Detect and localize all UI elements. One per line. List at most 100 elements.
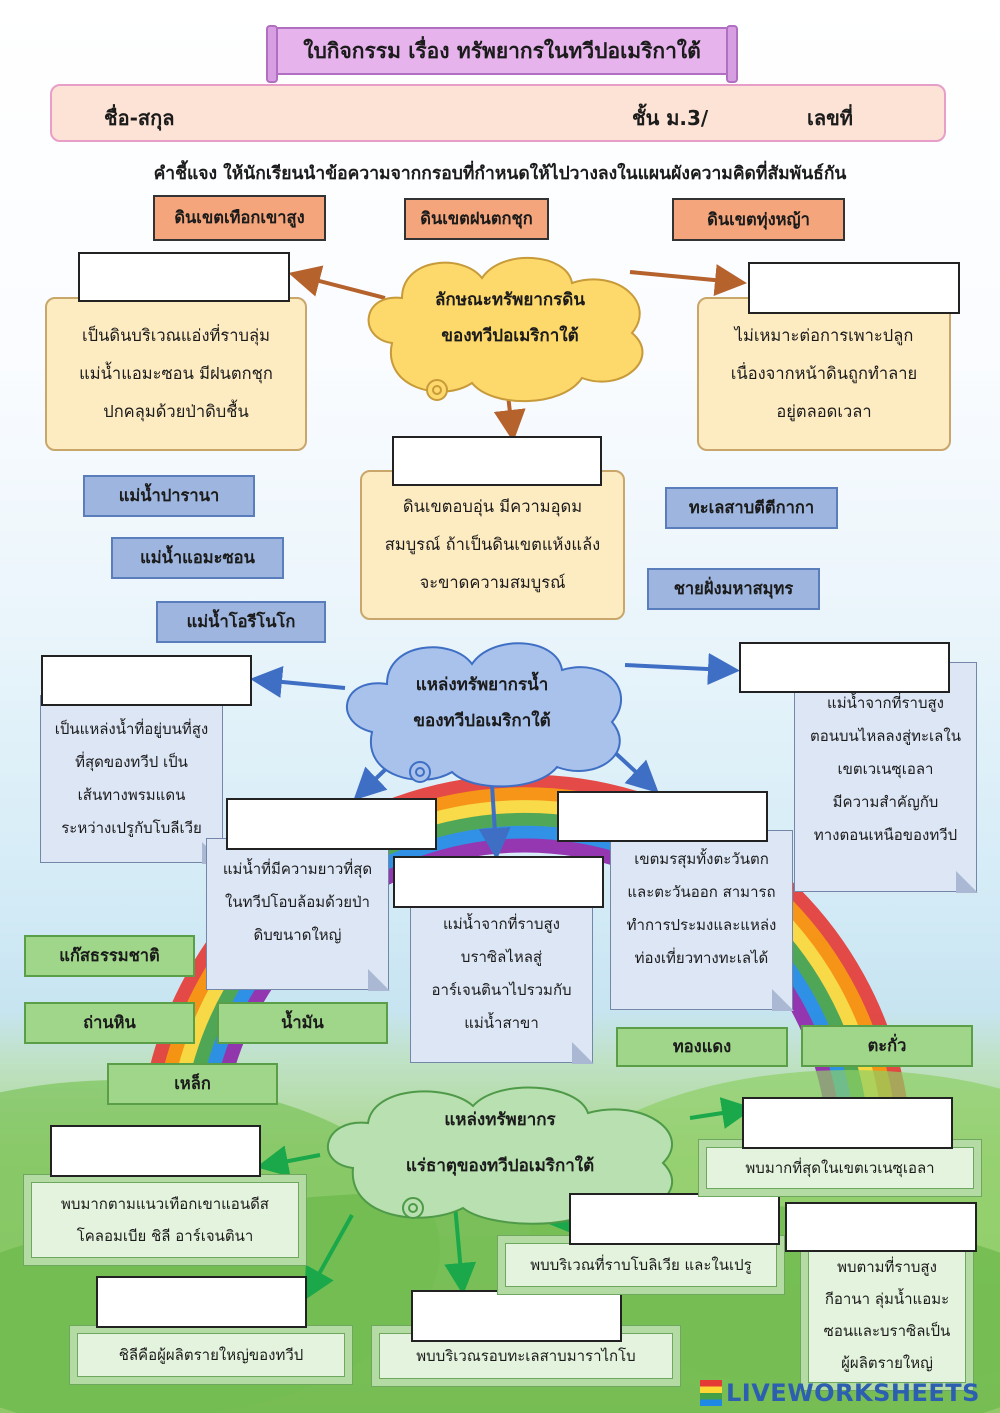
mineral-option-3[interactable]: น้ำมัน [217,1002,388,1044]
water-desc-4-line4: ท่องเที่ยวทางทะเลได้ [634,949,769,967]
soil-desc-right: ไม่เหมาะต่อการเพาะปลูก เนื่องจากหน้าดินถ… [697,297,951,451]
soil-desc-bottom-line3: จะขาดความสมบูรณ์ [419,573,566,592]
soil-desc-right-line1: ไม่เหมาะต่อการเพาะปลูก [734,326,914,345]
water-desc-1: เป็นแหล่งน้ำที่อยู่บนที่สูง ที่สุดของทวี… [40,695,224,864]
mineral-answer-box-5[interactable] [742,1097,953,1149]
mineral-center-text: แหล่งทรัพยากร แร่ธาตุของทวีปอเมริกาใต้ [355,1098,645,1188]
mineral-desc-6-line2: กีอานา ลุ่มน้ำแอมะ [824,1290,950,1308]
soil-desc-right-line2: เนื่องจากหน้าดินถูกทำลาย [730,364,918,383]
soil-option-2[interactable]: ดินเขตฝนตกชุก [404,198,549,240]
mineral-option-2[interactable]: ถ่านหิน [24,1002,195,1044]
mineral-cloud [326,1086,674,1225]
water-desc-1-line2: ที่สุดของทวีป เป็น [75,753,188,771]
mineral-answer-box-3[interactable] [411,1290,622,1342]
water-desc-3-line4: แม่น้ำสาขา [464,1014,539,1032]
water-center-line2: ของทวีปอเมริกาใต้ [413,711,551,731]
water-desc-5-line5: ทางตอนเหนือของทวีป [813,826,958,844]
water-option-3[interactable]: แม่น้ำโอรีโนโก [156,601,326,643]
water-desc-4-line3: ทำการประมงและแหล่ง [626,916,777,934]
soil-desc-bottom-line2: สมบูรณ์ ถ้าเป็นดินเขตแห้งแล้ง [384,535,601,554]
mineral-desc-3-line1: พบบริเวณรอบทะเลสาบมาราไกโบ [416,1347,636,1365]
mineral-option-6[interactable]: ตะกั่ว [801,1025,973,1067]
mineral-center-line1: แหล่งทรัพยากร [444,1110,556,1130]
soil-desc-bottom: ดินเขตอบอุ่น มีความอุดม สมบูรณ์ ถ้าเป็นด… [360,470,625,620]
water-option-1[interactable]: แม่น้ำปารานา [83,475,255,517]
water-desc-3: แม่น้ำจากที่ราบสูง บราซิลไหลสู่ อาร์เจนต… [410,893,594,1064]
soil-desc-left-line2: แม่น้ำแอมะซอน มีฝนตกชุก [79,364,273,383]
water-answer-box-1[interactable] [41,655,252,706]
mineral-answer-box-2[interactable] [96,1276,307,1328]
water-desc-2-line1: แม่น้ำที่มีความยาวที่สุด [222,860,373,878]
water-desc-5-line2: ตอนบนไหลลงสู่ทะเลใน [810,727,961,745]
water-answer-box-5[interactable] [739,642,950,693]
mineral-desc-6-line3: ซอนและบราซิลเป็น [823,1322,951,1340]
soil-desc-left: เป็นดินบริเวณแอ่งที่ราบลุ่ม แม่น้ำแอมะซอ… [45,297,307,451]
mineral-option-4[interactable]: เหล็ก [107,1063,278,1105]
water-answer-box-4[interactable] [557,791,768,842]
soil-answer-box-right[interactable] [748,262,960,314]
water-desc-4-line1: เขตมรสุมทั้งตะวันตก [634,850,769,868]
soil-cloud [367,257,644,403]
soil-option-3[interactable]: ดินเขตทุ่งหญ้า [672,198,845,241]
mineral-desc-6-line4: ผู้ผลิตรายใหญ่ [841,1354,933,1372]
water-desc-5-line4: มีความสำคัญกับ [832,793,939,811]
water-center-line1: แหล่งทรัพยากรน้ำ [415,675,549,695]
water-desc-1-line4: ระหว่างเปรูกับโบลีเวีย [61,819,202,837]
mineral-desc-4-line1: พบบริเวณที่ราบโบลิเวีย และในเปรู [530,1256,752,1274]
liveworksheets-logo: LIVEWORKSHEETS [700,1377,995,1409]
mineral-desc-2-line1: ชิลีคือผู้ผลิตรายใหญ่ของทวีป [118,1346,304,1364]
mineral-desc-5-line1: พบมากที่สุดในเขตเวเนซุเอลา [745,1159,935,1177]
mineral-desc-1: พบมากตามแนวเทือกเขาแอนดีส โคลอมเบีย ชิลี… [24,1175,306,1265]
water-desc-2-line2: ในทวีปโอบล้อมด้วยป่า [225,893,370,911]
mineral-answer-box-1[interactable] [50,1125,261,1177]
worksheet-title: ใบกิจกรรม เรื่อง ทรัพยากรในทวีปอเมริกาใต… [266,25,738,83]
water-desc-1-line3: เส้นทางพรมแดน [77,786,186,804]
mineral-option-5[interactable]: ทองแดง [616,1027,788,1067]
soil-desc-left-line3: ปกคลุมด้วยป่าดิบชื้น [103,402,249,421]
water-desc-5-line3: เขตเวเนซุเอลา [837,760,934,778]
water-desc-4-line2: และตะวันออก สามารถ [627,883,776,901]
water-desc-3-line3: อาร์เจนตินาไปรวมกับ [431,981,572,999]
soil-desc-right-line3: อยู่ตลอดเวลา [776,402,872,421]
water-desc-5-line1: แม่น้ำจากที่ราบสูง [827,694,944,712]
water-desc-2-line3: ดิบขนาดใหญ่ [253,926,342,944]
logo-icon [700,1380,722,1406]
soil-center-text: ลักษณะทรัพยากรดิน ของทวีปอเมริกาใต้ [390,280,630,356]
water-option-5[interactable]: ชายฝั่งมหาสมุทร [647,568,820,610]
water-answer-box-2[interactable] [226,798,437,850]
soil-desc-bottom-line1: ดินเขตอบอุ่น มีความอุดม [402,497,583,516]
water-desc-3-line1: แม่น้ำจากที่ราบสูง [443,915,560,933]
mineral-option-1[interactable]: แก๊สธรรมชาติ [24,935,195,977]
water-desc-5: แม่น้ำจากที่ราบสูง ตอนบนไหลลงสู่ทะเลใน เ… [794,662,978,893]
student-info-bar: ชื่อ-สกุล ชั้น ม.3/ เลขที่ [50,84,946,142]
water-desc-2: แม่น้ำที่มีความยาวที่สุด ในทวีปโอบล้อมด้… [206,838,390,991]
soil-center-line1: ลักษณะทรัพยากรดิน [435,290,585,310]
name-label: ชื่อ-สกุล [104,106,175,130]
water-desc-1-line1: เป็นแหล่งน้ำที่อยู่บนที่สูง [54,720,209,738]
soil-center-line2: ของทวีปอเมริกาใต้ [441,326,579,346]
water-desc-3-line2: บราซิลไหลสู่ [460,948,543,966]
water-option-4[interactable]: ทะเลสาบตีตีกากา [665,487,838,529]
water-center-text: แหล่งทรัพยากรน้ำ ของทวีปอเมริกาใต้ [372,665,592,741]
mineral-center-line2: แร่ธาตุของทวีปอเมริกาใต้ [405,1156,595,1176]
water-desc-4: เขตมรสุมทั้งตะวันตก และตะวันออก สามารถ ท… [610,830,794,1011]
mineral-desc-6: พบตามที่ราบสูง กีอานา ลุ่มน้ำแอมะ ซอนและ… [801,1240,973,1390]
soil-answer-box-left[interactable] [78,252,290,302]
mineral-desc-2: ชิลีคือผู้ผลิตรายใหญ่ของทวีป [70,1326,352,1384]
number-label: เลขที่ [807,106,853,130]
mineral-desc-6-line1: พบตามที่ราบสูง [837,1258,937,1276]
class-label: ชั้น ม.3/ [632,106,709,130]
soil-answer-box-bottom[interactable] [392,436,602,486]
mineral-desc-1-line2: โคลอมเบีย ชิลี อาร์เจนตินา [76,1227,254,1245]
water-option-2[interactable]: แม่น้ำแอมะซอน [111,537,284,579]
water-answer-box-3[interactable] [393,856,604,908]
water-cloud [345,642,623,788]
instruction-text: คำชี้แจง ให้นักเรียนนำข้อความจากกรอบที่ก… [153,164,847,184]
logo-text: LIVEWORKSHEETS [726,1379,980,1407]
soil-desc-left-line1: เป็นดินบริเวณแอ่งที่ราบลุ่ม [81,326,270,345]
mineral-answer-box-4[interactable] [569,1193,780,1245]
mineral-desc-1-line1: พบมากตามแนวเทือกเขาแอนดีส [61,1195,269,1213]
soil-option-1[interactable]: ดินเขตเทือกเขาสูง [153,195,326,241]
mineral-answer-box-6[interactable] [785,1202,977,1252]
